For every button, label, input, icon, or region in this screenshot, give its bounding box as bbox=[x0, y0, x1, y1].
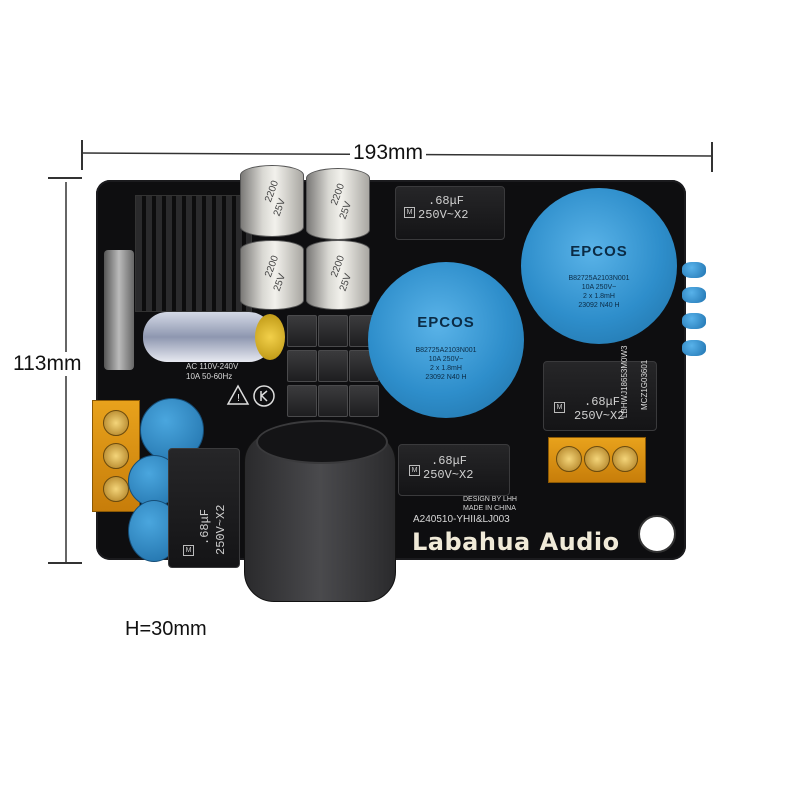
fuse-holder bbox=[104, 250, 134, 370]
rectifier-diode bbox=[318, 385, 348, 417]
made-in-text: MADE IN CHINA bbox=[463, 505, 516, 512]
y-capacitor bbox=[682, 262, 706, 278]
terminal-screw bbox=[103, 476, 129, 502]
silver-cylinder-component bbox=[143, 312, 273, 362]
electrolytic-capacitor: 2200 25V bbox=[240, 165, 304, 237]
electrolytic-capacitor: 2200 25V bbox=[306, 168, 370, 240]
rectifier-diode bbox=[318, 315, 348, 347]
svg-text:!: ! bbox=[237, 393, 241, 404]
y-capacitor bbox=[682, 287, 706, 303]
height-dimension-label: 113mm bbox=[10, 352, 85, 376]
terminal-screw bbox=[103, 410, 129, 436]
film-capacitor: M .68μF 250V~X2 bbox=[395, 186, 505, 240]
electrolytic-capacitor: 2200 25V bbox=[240, 240, 304, 310]
rectifier-diode bbox=[287, 315, 317, 347]
heatsink bbox=[135, 195, 252, 312]
terminal-screw bbox=[103, 443, 129, 469]
toroid-core-ring bbox=[256, 420, 388, 464]
rectifier-diode bbox=[287, 350, 317, 382]
terminal-screw bbox=[584, 446, 610, 472]
rectifier-diode bbox=[287, 385, 317, 417]
fuse-rating-text: 10A 50-60Hz bbox=[186, 372, 233, 381]
depth-dimension-label: H=30mm bbox=[122, 618, 210, 641]
width-dimension-label: 193mm bbox=[350, 141, 427, 165]
y-capacitor bbox=[682, 313, 706, 329]
warning-icon: ! bbox=[226, 384, 250, 405]
terminal-screw bbox=[556, 446, 582, 472]
brand-logo-text: Labahua Audio bbox=[412, 528, 620, 556]
side-serial-text-2: MCZ1G03601 bbox=[640, 359, 649, 410]
y-capacitor bbox=[682, 340, 706, 356]
terminal-screw bbox=[612, 446, 638, 472]
certification-mark-icon bbox=[253, 385, 275, 407]
epcos-choke: EPCOS B82725A2103N001 10A 250V~ 2 x 1.8m… bbox=[368, 262, 524, 418]
yellow-end-cap bbox=[255, 314, 285, 360]
electrolytic-capacitor: 2200 25V bbox=[306, 240, 370, 310]
side-serial-text: LBHWJ18653M0W3 bbox=[620, 345, 629, 418]
model-code-text: A240510-YHII&LJ003 bbox=[413, 514, 510, 525]
film-capacitor: M .68μF 250V~X2 bbox=[168, 448, 240, 568]
epcos-choke: EPCOS B82725A2103N001 10A 250V~ 2 x 1.8m… bbox=[521, 188, 677, 344]
design-note-text: DESIGN BY LHH bbox=[463, 496, 517, 503]
film-capacitor: M .68μF 250V~X2 bbox=[398, 444, 510, 496]
rectifier-diode bbox=[318, 350, 348, 382]
rectifier-diode bbox=[349, 385, 379, 417]
film-capacitor: M .68μF 250V~X2 bbox=[543, 361, 657, 431]
fuse-voltage-text: AC 110V-240V bbox=[186, 362, 239, 371]
mounting-hole bbox=[638, 515, 676, 553]
